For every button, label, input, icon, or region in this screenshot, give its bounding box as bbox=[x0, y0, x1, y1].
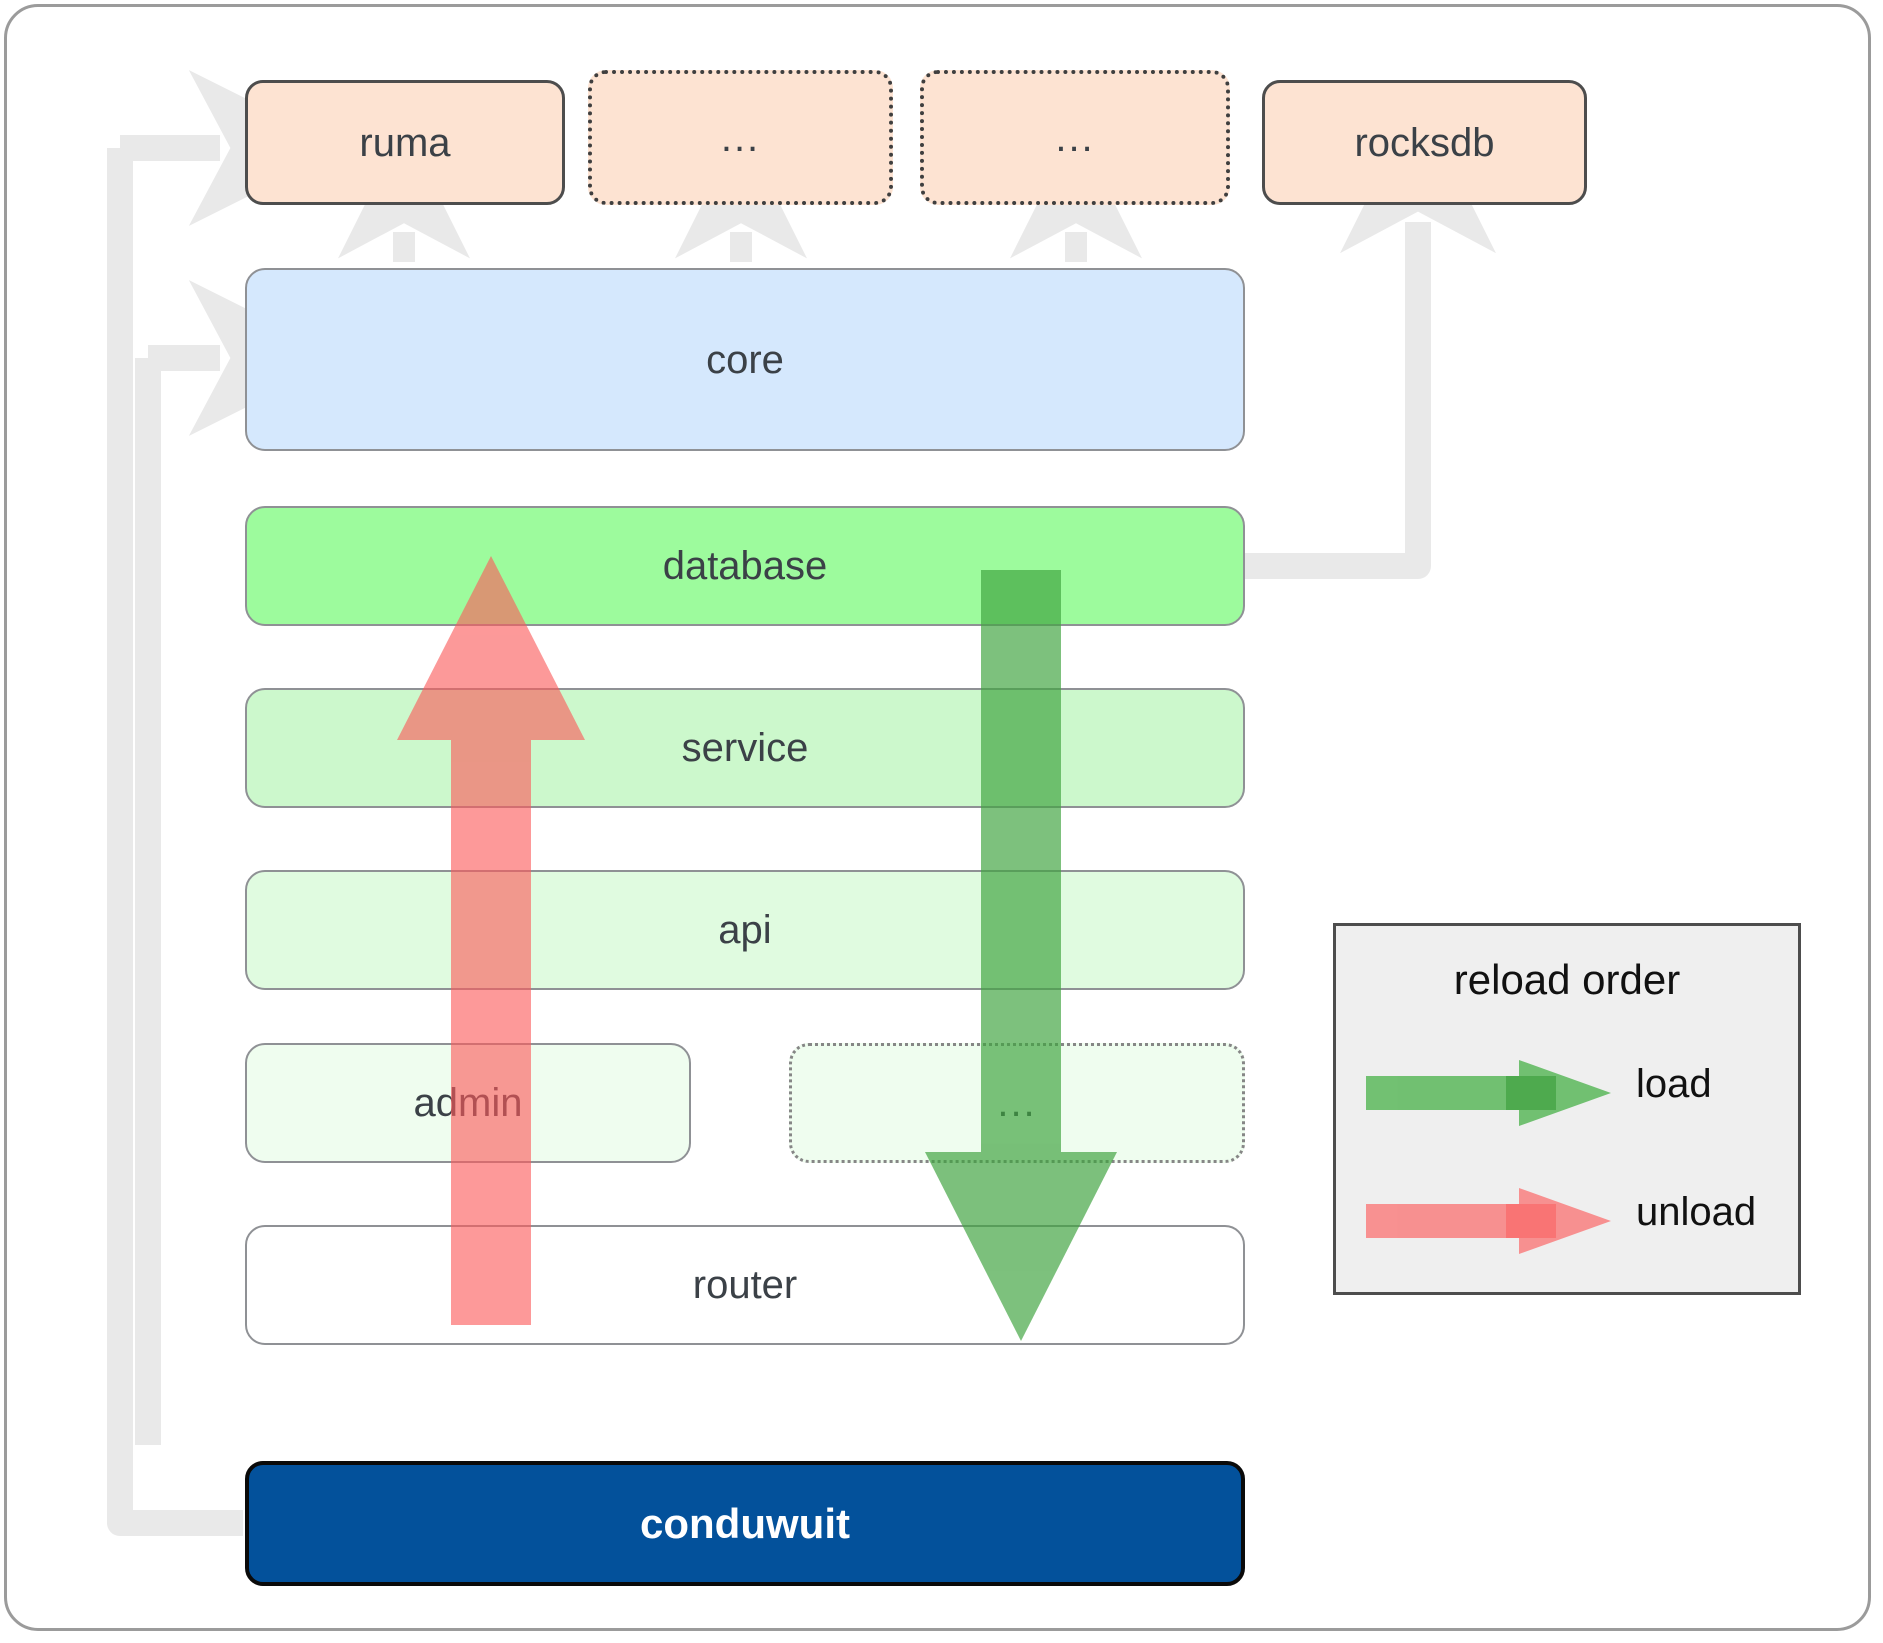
legend-label-unload: unload bbox=[1636, 1190, 1757, 1234]
legend-panel: reload order load unload bbox=[1333, 923, 1801, 1295]
dependency-label-ellipsis-2: ... bbox=[1055, 115, 1095, 160]
crate-box-ellipsis[interactable]: ... bbox=[789, 1043, 1245, 1163]
legend-row-unload: unload bbox=[1336, 1176, 1798, 1266]
dependency-label-rocksdb: rocksdb bbox=[1354, 120, 1495, 165]
dependency-box-ruma[interactable]: ruma bbox=[245, 80, 565, 205]
diagram-frame bbox=[4, 4, 1871, 1631]
crate-label-core: core bbox=[706, 337, 784, 382]
crate-label-ellipsis: ... bbox=[997, 1081, 1037, 1125]
legend-load-arrow-icon bbox=[1366, 1060, 1611, 1126]
legend-label-load: load bbox=[1636, 1062, 1712, 1106]
binary-box-conduwuit[interactable]: conduwuit bbox=[245, 1461, 1245, 1586]
dependency-box-ellipsis-2[interactable]: ... bbox=[920, 70, 1230, 205]
crate-box-api[interactable]: api bbox=[245, 870, 1245, 990]
crate-label-database: database bbox=[662, 544, 828, 588]
crate-label-service: service bbox=[681, 726, 809, 770]
crate-label-router: router bbox=[692, 1263, 798, 1307]
dependency-box-rocksdb[interactable]: rocksdb bbox=[1262, 80, 1587, 205]
crate-box-core[interactable]: core bbox=[245, 268, 1245, 451]
crate-box-router[interactable]: router bbox=[245, 1225, 1245, 1345]
legend-title: reload order bbox=[1453, 956, 1681, 1003]
binary-label-conduwuit: conduwuit bbox=[640, 1499, 850, 1547]
dependency-box-ellipsis-1[interactable]: ... bbox=[588, 70, 893, 205]
legend-unload-arrow-icon bbox=[1366, 1188, 1611, 1254]
dependency-label-ellipsis-1: ... bbox=[720, 115, 761, 160]
crate-box-database[interactable]: database bbox=[245, 506, 1245, 626]
crate-label-api: api bbox=[718, 908, 772, 952]
crate-box-service[interactable]: service bbox=[245, 688, 1245, 808]
legend-row-load: load bbox=[1336, 1048, 1798, 1138]
crate-box-admin[interactable]: admin bbox=[245, 1043, 691, 1163]
crate-label-admin: admin bbox=[413, 1081, 523, 1125]
dependency-label-ruma: ruma bbox=[359, 120, 451, 165]
